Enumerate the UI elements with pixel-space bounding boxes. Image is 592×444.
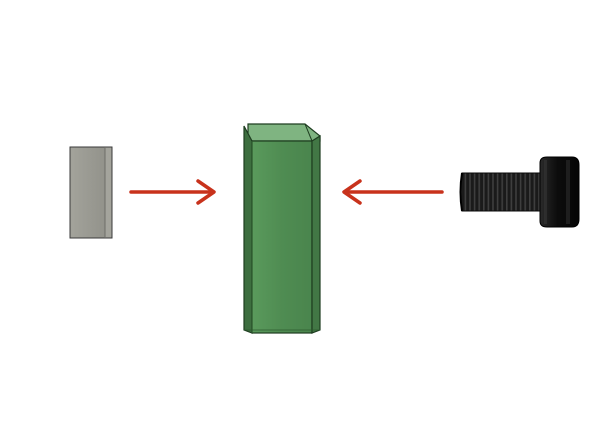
arrow-nut-to-block (129, 179, 216, 205)
green-block (243, 123, 321, 334)
arrow-screw-to-block (342, 179, 444, 205)
socket-head-cap-screw (459, 156, 580, 228)
square-nut (69, 146, 113, 239)
